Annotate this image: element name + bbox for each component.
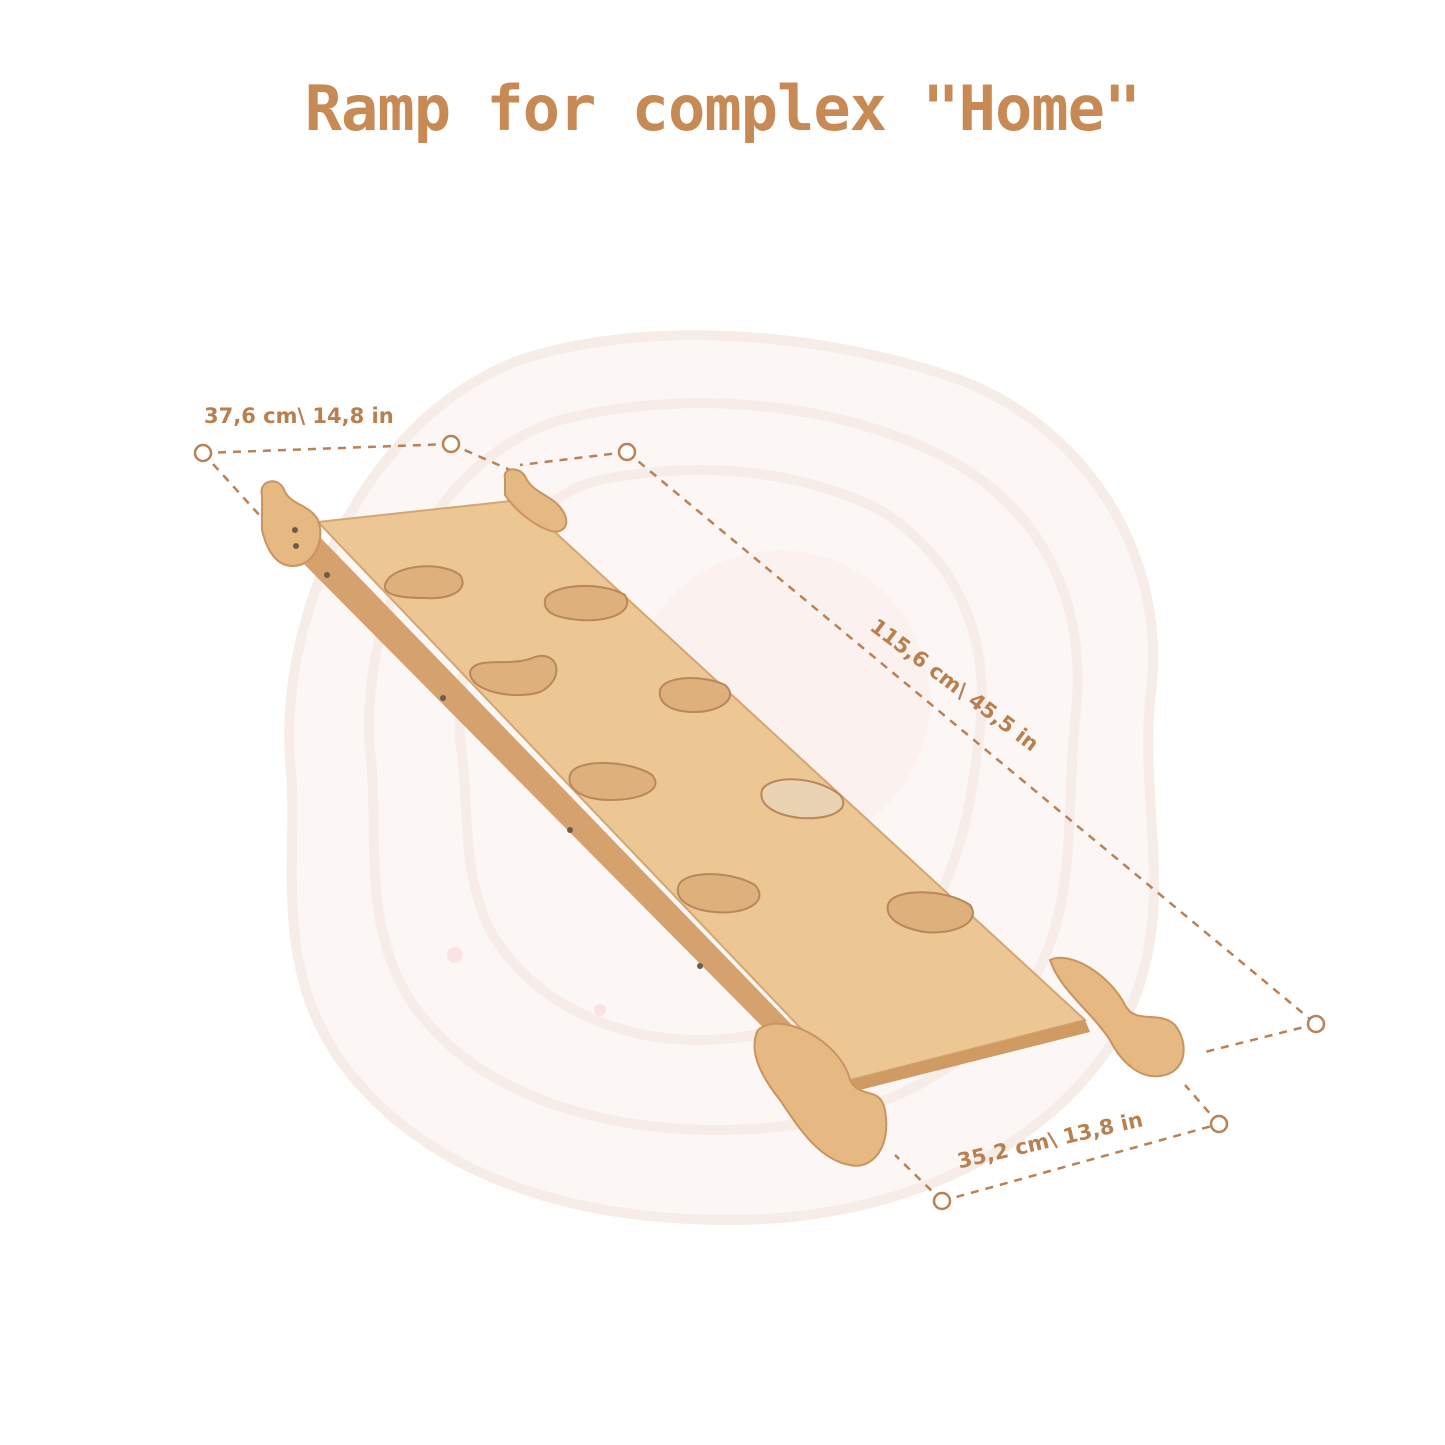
ramp-bracket-top-right <box>503 468 568 533</box>
length-extension-bottom <box>1204 1022 1317 1054</box>
endpoint-marker <box>441 434 461 454</box>
bolt <box>697 963 703 969</box>
endpoint-marker <box>932 1191 952 1211</box>
width-top-line <box>202 442 452 455</box>
bolt <box>324 572 330 578</box>
bolt <box>440 695 446 701</box>
dimension-endpoints <box>193 434 1326 1211</box>
dimension-lines <box>202 442 1317 1203</box>
rail-bolts <box>292 527 703 969</box>
ramp-bracket-bottom-right <box>1048 956 1185 1078</box>
width-bottom-extension-left <box>894 1154 943 1202</box>
bolt <box>292 527 298 533</box>
page-title: Ramp for complex "Home" <box>304 72 1142 145</box>
length-extension-top <box>519 450 628 467</box>
climbing-hold <box>658 677 732 714</box>
climbing-hold <box>568 762 657 802</box>
bolt <box>293 543 299 549</box>
width-top-extension-right <box>450 442 511 472</box>
width-top-label: 37,6 cm\ 14,8 in <box>204 404 394 428</box>
ramp-board-edge <box>850 1020 1090 1092</box>
climbing-hold <box>886 891 974 934</box>
climbing-hold <box>383 565 464 600</box>
endpoint-marker <box>1306 1014 1326 1034</box>
ramp-side-rail <box>300 535 845 1095</box>
width-top-extension-left <box>202 452 263 519</box>
climbing-hold <box>543 584 629 622</box>
climbing-hold <box>468 654 558 696</box>
width-bottom-line <box>941 1122 1220 1203</box>
endpoint-marker <box>193 443 213 463</box>
ramp-bracket-top-left <box>260 480 322 567</box>
ramp-bracket-bottom-left <box>753 1022 888 1167</box>
ramp <box>260 468 1185 1167</box>
climbing-hold <box>760 778 845 820</box>
climbing-hold <box>676 873 761 914</box>
bolt <box>567 827 573 833</box>
endpoint-marker <box>617 442 637 462</box>
climbing-holds <box>383 565 974 934</box>
endpoint-marker <box>1209 1114 1229 1134</box>
